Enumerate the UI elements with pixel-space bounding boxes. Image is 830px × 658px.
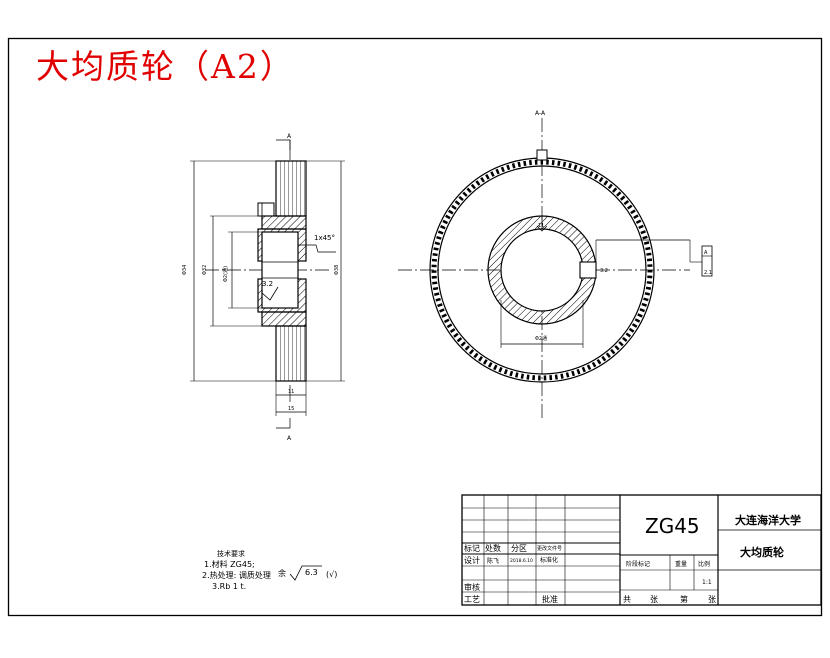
scale-value: 1:1	[702, 579, 712, 586]
sheet-total-label: 共	[623, 595, 631, 604]
part-name: 大均质轮	[740, 545, 784, 559]
technical-notes: 技术要求 1.材料 ZG45; 2.热处理: 调质处理 3.Rb 1 t. 余 …	[202, 549, 337, 591]
rest-value: 6.3	[305, 568, 318, 577]
datum-label: A	[704, 250, 708, 256]
row-label-count: 处数	[485, 543, 501, 553]
notes-line-3: 3.Rb 1 t.	[212, 582, 246, 591]
notes-line-1: 1.材料 ZG45;	[204, 559, 255, 569]
dim-hub-width: 11	[288, 389, 294, 395]
rest-label: 余	[278, 568, 286, 578]
row-label-doc: 更改文件号	[537, 545, 562, 552]
notes-title: 技术要求	[217, 549, 245, 558]
sheet-no-unit: 张	[708, 595, 716, 604]
dim-root: Φ38	[334, 265, 340, 275]
section-mark-top: A	[287, 133, 292, 140]
approve-label: 批准	[542, 594, 558, 604]
review-label: 审核	[464, 582, 480, 592]
dim-total-width: 15	[288, 406, 294, 412]
stage-header-weight: 重量	[675, 560, 687, 568]
title-block-text: ZG45 大连海洋大学 大均质轮 标记 处数 分区 更改文件号 设计 陈飞 20…	[464, 513, 801, 604]
title-block	[461, 494, 822, 606]
dim-outer: Φ34	[182, 265, 188, 275]
sheet-border	[7, 37, 823, 617]
section-view	[190, 139, 345, 429]
designer-name: 陈飞	[487, 557, 499, 565]
roughness-note: 3.2	[262, 280, 273, 288]
front-view-text: A-A 11 Φ2通 3.2 2.1 A	[535, 110, 712, 342]
section-mark-bottom: A	[287, 435, 292, 442]
dim-bore-left: Φ2(通)	[222, 266, 229, 282]
drawing-heading: 大均质轮（A2）	[36, 47, 295, 86]
process-label: 工艺	[464, 595, 480, 604]
rest-symbol: (√)	[326, 570, 337, 579]
section-view-label: A-A	[535, 110, 546, 117]
row-label-zone: 分区	[511, 544, 527, 553]
dim-hub: Φ32	[202, 265, 208, 275]
section-view-text: A A 1x45° 3.2 Φ34 Φ32 Φ2(通) Φ38 11 15	[182, 133, 340, 442]
design-label: 设计	[464, 555, 480, 565]
sheet-no-label: 第	[680, 594, 688, 604]
dim-bore-right: Φ2通	[535, 335, 547, 342]
roughness-note-right: 3.2	[600, 268, 608, 274]
dim-keyway: 11	[538, 223, 544, 229]
material-text: ZG45	[645, 514, 700, 538]
school-name: 大连海洋大学	[735, 513, 801, 527]
chamfer-note: 1x45°	[314, 234, 335, 242]
dim-key-height: 2.1	[704, 270, 712, 276]
stage-header-scale: 比例	[698, 560, 710, 568]
notes-line-2: 2.热处理: 调质处理	[202, 570, 271, 580]
front-view	[398, 118, 713, 418]
design-date: 2018.6.10	[510, 558, 533, 564]
stage-header-mark: 阶段标记	[626, 560, 650, 568]
row-label-mark: 标记	[464, 543, 480, 553]
standardization-label: 标准化	[540, 556, 558, 564]
sheet-total-unit: 张	[650, 595, 658, 604]
